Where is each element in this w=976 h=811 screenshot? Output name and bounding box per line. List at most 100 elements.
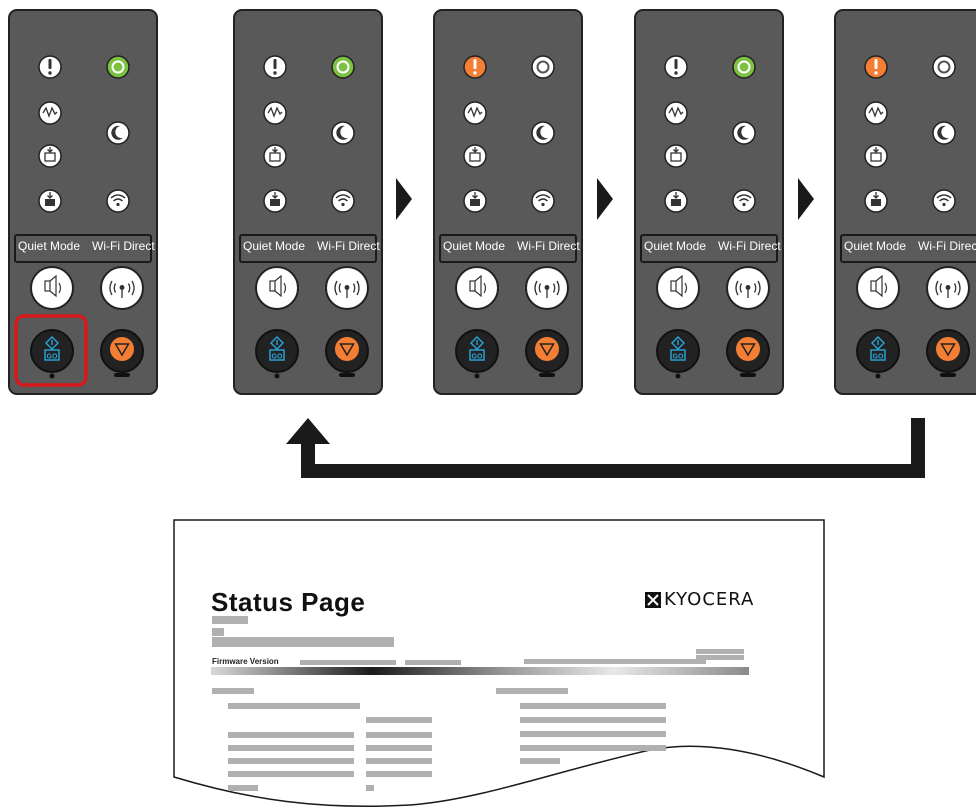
go-button[interactable]: GO <box>856 329 900 379</box>
control-panel-step-4: GO Quiet Mode Wi-Fi Direct <box>834 9 976 395</box>
control-panel-step-3: GO Quiet Mode Wi-Fi Direct <box>634 9 784 395</box>
button-label-band: Quiet Mode Wi-Fi Direct <box>439 234 580 263</box>
toner-icon <box>38 144 62 168</box>
cancel-button[interactable] <box>726 329 770 377</box>
wifi-direct-button[interactable] <box>100 266 144 310</box>
wifi-direct-icon <box>334 280 360 298</box>
placeholder-text-bar <box>366 732 432 738</box>
quiet-mode-icon <box>670 274 688 298</box>
placeholder-text-bar <box>228 732 354 738</box>
placeholder-text-bar <box>212 628 224 636</box>
placeholder-text-bar <box>366 758 432 764</box>
wifi-direct-button[interactable] <box>525 266 569 310</box>
data-icon <box>864 101 888 125</box>
placeholder-text-bar <box>520 717 666 723</box>
sleep-icon <box>531 121 555 145</box>
paper-icon <box>463 189 487 213</box>
placeholder-text-bar <box>524 659 706 664</box>
attention-icon <box>38 55 62 79</box>
go-button[interactable]: GO <box>656 329 700 379</box>
wifi-direct-button[interactable] <box>726 266 770 310</box>
cancel-icon <box>110 337 134 361</box>
quiet-mode-label: Quiet Mode <box>18 239 81 253</box>
data-icon <box>38 101 62 125</box>
quiet-mode-button[interactable] <box>656 266 700 310</box>
control-panel-step-1: GO Quiet Mode Wi-Fi Direct <box>233 9 383 395</box>
wifi-icon <box>531 189 555 213</box>
attention-icon <box>664 55 688 79</box>
wifi-direct-icon <box>735 280 761 298</box>
placeholder-text-bar <box>366 717 432 723</box>
placeholder-text-bar <box>212 616 248 624</box>
placeholder-text-bar <box>228 758 354 764</box>
wifi-direct-icon <box>534 280 560 298</box>
wifi-direct-button[interactable] <box>926 266 970 310</box>
step-arrow-3 <box>798 178 814 220</box>
firmware-version-label: Firmware Version <box>212 657 279 666</box>
svg-text:GO: GO <box>272 354 283 361</box>
svg-text:GO: GO <box>873 354 884 361</box>
wifi-icon <box>331 189 355 213</box>
data-icon <box>263 101 287 125</box>
quiet-mode-icon <box>44 274 62 298</box>
go-button[interactable]: GO <box>255 329 299 379</box>
placeholder-text-bar <box>366 785 374 791</box>
sleep-icon <box>106 121 130 145</box>
wifi-direct-label: Wi-Fi Direct <box>918 239 976 253</box>
ready-icon <box>932 55 956 79</box>
cancel-button[interactable] <box>926 329 970 377</box>
wifi-direct-label: Wi-Fi Direct <box>517 239 580 253</box>
cancel-button[interactable] <box>100 329 144 377</box>
kyocera-logo-icon <box>645 592 661 608</box>
wifi-direct-label: Wi-Fi Direct <box>92 239 155 253</box>
kyocera-brand: KYOCERA <box>664 589 755 610</box>
wifi-direct-label: Wi-Fi Direct <box>317 239 380 253</box>
quiet-mode-button[interactable] <box>455 266 499 310</box>
step-arrow-1 <box>396 178 412 220</box>
attention-icon <box>263 55 287 79</box>
sleep-icon <box>932 121 956 145</box>
wifi-icon <box>106 189 130 213</box>
go-button[interactable]: GO <box>30 329 74 379</box>
quiet-mode-button[interactable] <box>30 266 74 310</box>
placeholder-text-bar <box>366 745 432 751</box>
paper-icon <box>38 189 62 213</box>
button-label-band: Quiet Mode Wi-Fi Direct <box>239 234 380 263</box>
wifi-icon <box>732 189 756 213</box>
wifi-direct-icon <box>935 280 961 298</box>
go-button[interactable]: GO <box>455 329 499 379</box>
ready-icon <box>106 55 130 79</box>
placeholder-text-bar <box>520 703 666 709</box>
quiet-mode-label: Quiet Mode <box>243 239 306 253</box>
go-icon: GO <box>870 336 886 361</box>
placeholder-text-bar <box>228 745 354 751</box>
sleep-icon <box>331 121 355 145</box>
sleep-icon <box>732 121 756 145</box>
quiet-mode-label: Quiet Mode <box>644 239 707 253</box>
quiet-mode-button[interactable] <box>255 266 299 310</box>
svg-text:GO: GO <box>472 354 483 361</box>
placeholder-text-bar <box>405 660 461 665</box>
step-arrow-2 <box>597 178 613 220</box>
cancel-button[interactable] <box>525 329 569 377</box>
button-label-band: Quiet Mode Wi-Fi Direct <box>14 234 155 263</box>
placeholder-text-bar <box>366 771 432 777</box>
toner-icon <box>463 144 487 168</box>
cancel-icon <box>736 337 760 361</box>
status-page-title: Status Page <box>211 587 366 617</box>
quiet-mode-label: Quiet Mode <box>844 239 907 253</box>
data-icon <box>664 101 688 125</box>
placeholder-text-bar <box>696 649 744 654</box>
wifi-direct-button[interactable] <box>325 266 369 310</box>
svg-text:GO: GO <box>47 354 58 361</box>
go-icon: GO <box>44 336 60 361</box>
ready-icon <box>331 55 355 79</box>
cancel-icon <box>335 337 359 361</box>
quiet-mode-button[interactable] <box>856 266 900 310</box>
placeholder-text-bar <box>520 745 666 751</box>
go-icon: GO <box>269 336 285 361</box>
cancel-button[interactable] <box>325 329 369 377</box>
placeholder-text-bar <box>228 785 258 791</box>
placeholder-text-bar <box>696 655 744 660</box>
